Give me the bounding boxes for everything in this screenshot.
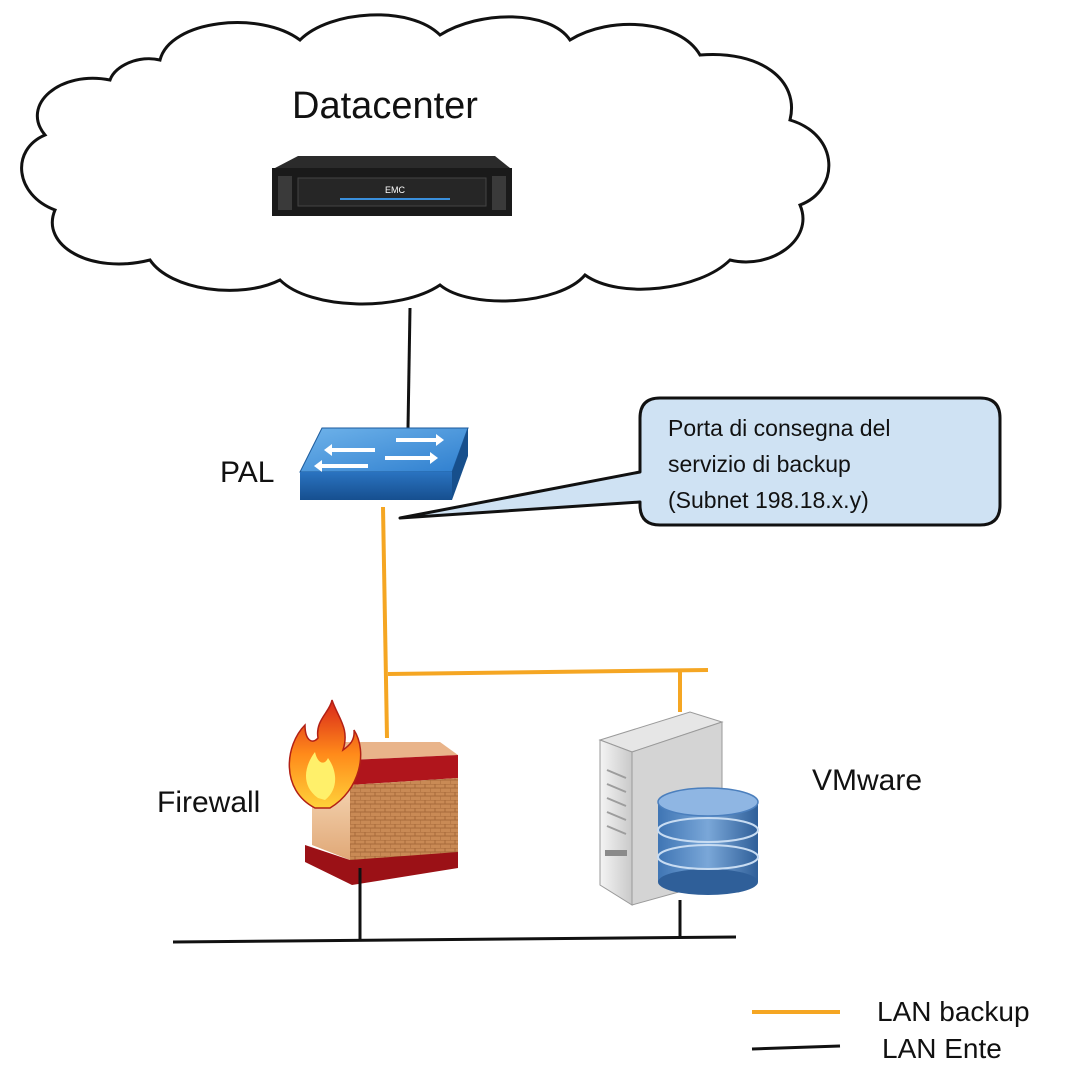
legend-swatch-lan-ente: [751, 1044, 841, 1051]
legend: LAN backup LAN Ente: [751, 996, 1030, 1064]
callout-line-1: Porta di consegna del: [668, 415, 891, 441]
lan-backup-lines: [381, 506, 709, 739]
vmware-label: VMware: [812, 764, 922, 797]
lan-ente-lines: [172, 868, 737, 944]
storage-appliance-icon: EMC: [272, 156, 512, 216]
datacenter-label: Datacenter: [292, 85, 478, 127]
callout-line-2: servizio di backup: [668, 451, 851, 477]
network-switch-icon: [299, 427, 469, 500]
firewall-label: Firewall: [157, 786, 260, 819]
pal-label: PAL: [220, 456, 274, 489]
delivery-port-callout: Porta di consegna del servizio di backup…: [398, 396, 1002, 527]
callout-line-3: (Subnet 198.18.x.y): [668, 487, 869, 513]
firewall-icon: [288, 699, 458, 885]
legend-label-lan-backup: LAN backup: [877, 996, 1030, 1027]
legend-label-lan-ente: LAN Ente: [882, 1033, 1002, 1064]
server-database-icon: [598, 711, 759, 906]
emc-logo: EMC: [385, 185, 406, 195]
lan-link-datacenter-pal: [406, 307, 412, 429]
